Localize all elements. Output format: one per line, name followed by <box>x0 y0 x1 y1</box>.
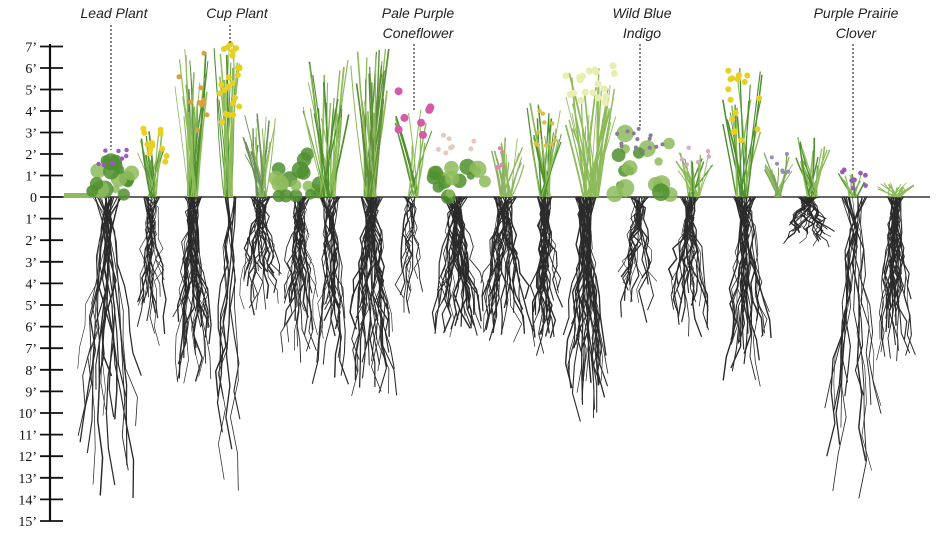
depth-tick-label: 7’ <box>25 41 37 56</box>
depth-tick-label: 3’ <box>25 127 37 142</box>
plant-tall-grass-8 <box>350 48 390 198</box>
plant-tall-flowering-3 <box>174 49 210 198</box>
root-plant-11 <box>480 196 534 343</box>
root-plant-8 <box>349 196 398 396</box>
root-plant-3 <box>172 196 212 384</box>
plant-low-groundcover <box>64 193 94 198</box>
plant-label-line: Purple Prairie <box>814 5 899 21</box>
plant-flowering-12 <box>526 103 562 198</box>
plant-small-17 <box>763 152 794 198</box>
root-systems <box>77 196 916 499</box>
root-cup-plant <box>214 196 241 491</box>
plant-label-line: Coneflower <box>383 25 455 41</box>
root-plant-2 <box>136 196 167 346</box>
root-wild-blue-indigo <box>617 196 658 323</box>
depth-tick-label: 4’ <box>25 277 37 292</box>
root-plant-12 <box>529 196 563 356</box>
plant-groundcover-19 <box>877 182 915 198</box>
root-plant-6 <box>280 196 318 363</box>
depth-tick-label: 13’ <box>18 472 37 487</box>
plant-grass-11 <box>490 137 525 198</box>
depth-tick-label: 5’ <box>25 299 37 314</box>
depth-tick-label: 2’ <box>25 148 37 163</box>
plant-tall-grass-7 <box>302 60 350 198</box>
depth-tick-label: 6’ <box>25 321 37 336</box>
plant-tall-grass-13 <box>562 62 618 198</box>
depth-tick-label: 15’ <box>18 515 37 530</box>
plant-tall-yellow-16 <box>722 67 763 198</box>
depth-tick-label: 1’ <box>25 213 37 228</box>
depth-tick-label: 10’ <box>18 407 37 422</box>
plant-label-cup-plant: Cup Plant <box>206 5 269 21</box>
plant-grass-5 <box>242 113 276 198</box>
depth-tick-label: 8’ <box>25 364 37 379</box>
root-plant-13 <box>562 196 609 422</box>
plant-label-line: Wild Blue <box>612 5 671 21</box>
root-plant-7 <box>311 196 349 385</box>
depth-tick-label: 4’ <box>25 105 37 120</box>
root-coneflower <box>394 196 424 314</box>
plant-label-line: Cup Plant <box>206 5 269 21</box>
plant-grass-18 <box>795 136 831 198</box>
depth-tick-label: 11’ <box>19 429 37 444</box>
depth-tick-label: 12’ <box>18 450 37 465</box>
plant-cup-plant <box>213 41 243 198</box>
depth-tick-label: 0 <box>30 191 37 206</box>
root-lead-plant <box>77 196 142 499</box>
root-plant-19 <box>876 196 916 362</box>
plant-pale-purple-coneflower <box>394 87 435 198</box>
plant-label-line: Pale Purple <box>382 5 455 21</box>
plant-label-line: Lead Plant <box>81 5 149 21</box>
root-plant-5 <box>239 196 282 316</box>
root-plant-16 <box>722 196 772 387</box>
depth-tick-label: 6’ <box>25 62 37 77</box>
depth-tick-label: 1’ <box>25 170 37 185</box>
depth-tick-label: 3’ <box>25 256 37 271</box>
depth-scale-axis: 7’ 6’ 5’ 4’ 3’ 2’ 1’ 0 1’ 2’ 3’ 4’ 5’ 6’ 7’ 8’ 9’ 10’ 11’ 1… <box>18 41 63 530</box>
plant-foliage <box>64 41 915 205</box>
depth-tick-label: 2’ <box>25 234 37 249</box>
plant-purple-prairie-clover <box>837 167 868 198</box>
depth-tick-label: 14’ <box>18 493 37 508</box>
root-plant-17 <box>783 196 835 248</box>
depth-tick-label: 9’ <box>25 385 37 400</box>
plant-grass-15 <box>675 145 714 198</box>
label-leader-lines <box>110 25 854 170</box>
root-purple-prairie-clover <box>824 196 882 499</box>
depth-tick-label: 7’ <box>25 342 37 357</box>
depth-tick-label: 5’ <box>25 84 37 99</box>
plant-yellow-flowering-2 <box>137 125 170 198</box>
plant-lead-plant <box>86 147 140 201</box>
plant-wild-blue-indigo <box>606 124 678 203</box>
plant-label-line: Indigo <box>623 25 661 41</box>
plant-grass-10 <box>426 132 491 205</box>
plant-label-lead-plant: Lead Plant <box>81 5 149 21</box>
plant-label-line: Clover <box>836 25 878 41</box>
root-plant-15 <box>667 196 709 337</box>
root-plant-10 <box>431 196 485 338</box>
